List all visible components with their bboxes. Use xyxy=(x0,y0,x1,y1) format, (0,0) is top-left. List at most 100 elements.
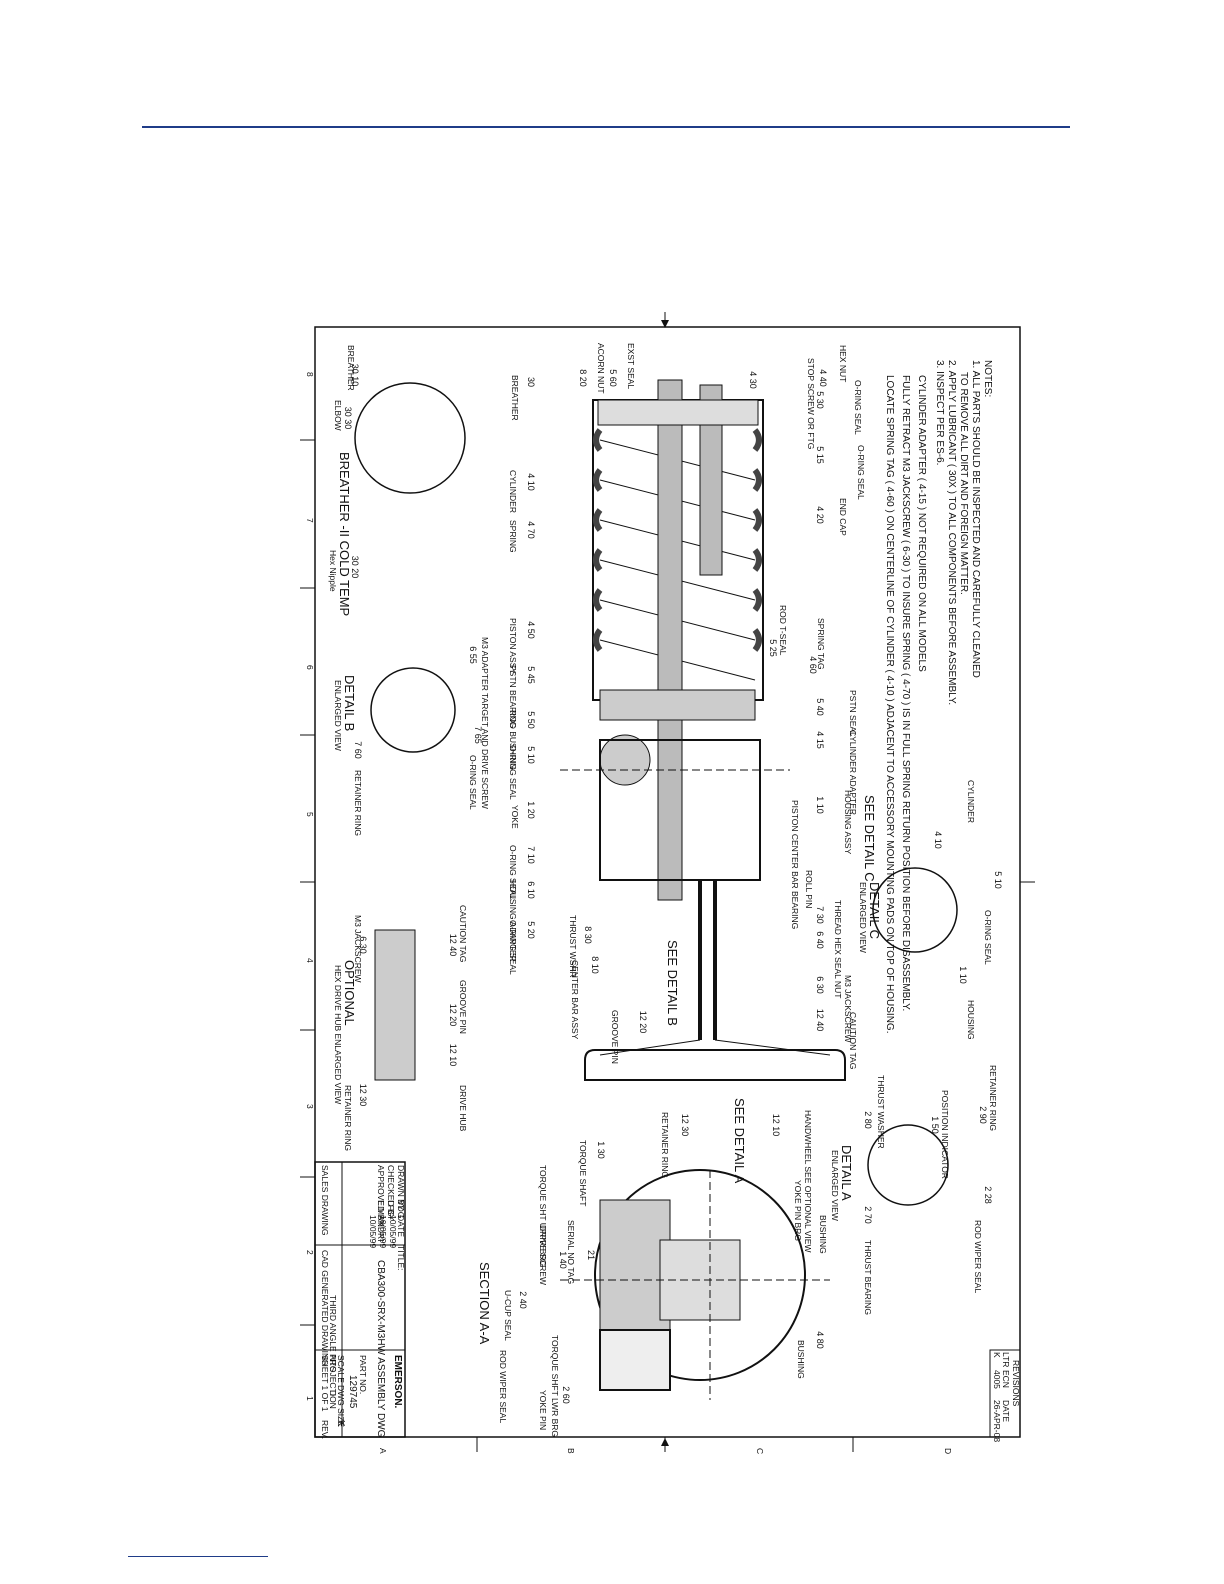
svg-text:CAUTION TAG: CAUTION TAG xyxy=(848,1012,858,1069)
svg-text:PSTN SEAL: PSTN SEAL xyxy=(848,690,858,737)
svg-text:OPTIONAL: OPTIONAL xyxy=(342,960,357,1026)
svg-text:RETAINER RING: RETAINER RING xyxy=(660,1112,670,1178)
svg-text:4 15: 4 15 xyxy=(815,731,825,749)
svg-text:5 20: 5 20 xyxy=(526,921,536,939)
zone-5: 5 xyxy=(305,812,315,817)
svg-text:REV.: REV. xyxy=(320,1420,330,1439)
svg-text:4 50: 4 50 xyxy=(526,621,536,639)
see-detail-c: SEE DETAIL C xyxy=(862,795,877,882)
svg-text:30 20: 30 20 xyxy=(350,556,360,579)
optional-hub xyxy=(374,929,416,1081)
svg-text:4 60: 4 60 xyxy=(808,656,818,674)
svg-text:5 60: 5 60 xyxy=(608,369,618,387)
svg-text:CYLINDER: CYLINDER xyxy=(966,780,976,823)
svg-text:RETAINER RING: RETAINER RING xyxy=(343,1085,353,1151)
svg-text:5 15: 5 15 xyxy=(815,446,825,464)
svg-text:O-RING SEAL: O-RING SEAL xyxy=(508,845,518,900)
svg-text:THRUST BEARING: THRUST BEARING xyxy=(863,1240,873,1315)
svg-text:VDG: VDG xyxy=(396,1200,406,1218)
svg-text:ACORN NUT: ACORN NUT xyxy=(596,343,606,394)
svg-text:12 20: 12 20 xyxy=(638,1011,648,1034)
svg-text:THRUST WSHR: THRUST WSHR xyxy=(568,915,578,978)
svg-text:8 10: 8 10 xyxy=(590,956,600,974)
svg-text:ENLARGED VIEW: ENLARGED VIEW xyxy=(333,680,343,751)
svg-text:U-CUP SEAL: U-CUP SEAL xyxy=(503,1290,513,1341)
svg-text:GROOVE PIN: GROOVE PIN xyxy=(458,980,468,1034)
see-detail-b: SEE DETAIL B xyxy=(665,940,680,1026)
breather-detail: BREATHER 30 10 ELBOW 30 30 Hex Nipple 30… xyxy=(328,345,360,616)
zone-6: 6 xyxy=(305,665,315,670)
svg-text:5 45: 5 45 xyxy=(526,666,536,684)
svg-text:7 65: 7 65 xyxy=(473,726,483,744)
svg-text:5 10: 5 10 xyxy=(993,871,1003,889)
svg-text:LTR: LTR xyxy=(1001,1352,1011,1367)
svg-text:K: K xyxy=(992,1352,1002,1358)
svg-text:ROD BUSHING: ROD BUSHING xyxy=(508,710,518,770)
svg-text:O-RING SEAL: O-RING SEAL xyxy=(508,920,518,975)
svg-text:YOKE PIN: YOKE PIN xyxy=(538,1390,548,1430)
svg-text:8 20: 8 20 xyxy=(578,369,588,387)
revisions-block: REVISIONS LTR ECN DATE K 4005 26-APR-08 xyxy=(989,1349,1021,1442)
svg-text:O-RING SEAL: O-RING SEAL xyxy=(983,910,993,965)
svg-text:ENLARGED VIEW: ENLARGED VIEW xyxy=(830,1150,840,1221)
svg-text:REVISIONS: REVISIONS xyxy=(1011,1360,1021,1407)
svg-text:4 80: 4 80 xyxy=(815,1331,825,1349)
zone-d: D xyxy=(943,1448,953,1454)
svg-text:12 10: 12 10 xyxy=(771,1114,781,1137)
svg-text:LOCATE SPRING TAG ( 4-60 ) ON: LOCATE SPRING TAG ( 4-60 ) ON CENTERLINE… xyxy=(884,375,895,1033)
header-rule xyxy=(142,126,1070,128)
svg-text:RETAINER RING: RETAINER RING xyxy=(353,770,363,836)
section-a-view xyxy=(560,1169,830,1400)
svg-text:30: 30 xyxy=(526,377,536,387)
svg-text:6 10: 6 10 xyxy=(526,881,536,899)
svg-text:PISTON CENTER BAR BEARING: PISTON CENTER BAR BEARING xyxy=(790,800,800,929)
zone-b: B xyxy=(566,1448,576,1454)
section-a-callouts: TORQUE SHAFT 1 30 TORQUE SHT UPPR BRG SE… xyxy=(477,1140,828,1437)
svg-text:BREATHER -II COLD TEMP: BREATHER -II COLD TEMP xyxy=(337,452,352,616)
svg-text:8 30: 8 30 xyxy=(583,926,593,944)
svg-text:NOTES:: NOTES: xyxy=(982,360,993,397)
svg-text:PART NO.: PART NO. xyxy=(358,1355,368,1394)
zone-8: 8 xyxy=(305,372,315,377)
svg-text:M3 ADAPTER TARGET AND DRIVE SC: M3 ADAPTER TARGET AND DRIVE SCREW xyxy=(480,637,490,809)
svg-text:TORQUE SHFT LWR BRG: TORQUE SHFT LWR BRG xyxy=(550,1335,560,1437)
svg-text:YOKE PIN BRG: YOKE PIN BRG xyxy=(793,1180,803,1241)
svg-text:1 20: 1 20 xyxy=(526,801,536,819)
svg-text:3. INSPECT PER ES-6.: 3. INSPECT PER ES-6. xyxy=(934,360,945,465)
svg-text:HOUSING ASSY: HOUSING ASSY xyxy=(843,790,853,855)
svg-text:BUSHING: BUSHING xyxy=(818,1215,828,1254)
detail-a-circle xyxy=(867,1124,949,1206)
detail-b: M3 ADAPTER TARGET AND DRIVE SCREW 6 55 7… xyxy=(333,637,490,836)
svg-text:SPRING TAG: SPRING TAG xyxy=(816,618,826,670)
svg-text:TO REMOVE ALL DIRT AND FOREIGN: TO REMOVE ALL DIRT AND FOREIGN MATTER. xyxy=(958,372,969,595)
svg-text:THIRD ANGLE PROJECTION: THIRD ANGLE PROJECTION xyxy=(328,1295,338,1409)
svg-text:O-RING SEAL: O-RING SEAL xyxy=(508,745,518,800)
svg-text:HANDWHEEL SEE OPTIONAL VIEW: HANDWHEEL SEE OPTIONAL VIEW xyxy=(803,1110,813,1252)
svg-text:SECTION A-A: SECTION A-A xyxy=(477,1262,492,1345)
svg-text:DETAIL A: DETAIL A xyxy=(839,1145,854,1201)
svg-text:BREATHER: BREATHER xyxy=(346,345,356,391)
svg-text:4 10: 4 10 xyxy=(526,473,536,491)
svg-text:DETAIL B: DETAIL B xyxy=(342,675,357,731)
svg-text:129745: 129745 xyxy=(347,1375,358,1409)
detail-c: CYLINDER 4 10 5 10 O-RING SEAL 1 10 HOUS… xyxy=(858,780,1003,1040)
svg-text:CYLINDER ADAPTER ( 4-15 ) NOT: CYLINDER ADAPTER ( 4-15 ) NOT REQUIRED O… xyxy=(916,375,927,672)
svg-text:STOP SCREW OR FTG: STOP SCREW OR FTG xyxy=(806,358,816,449)
svg-text:12 40: 12 40 xyxy=(815,1009,825,1032)
svg-text:1 50: 1 50 xyxy=(930,1116,940,1134)
svg-text:NTS: NTS xyxy=(328,1355,338,1372)
svg-text:1. ALL PARTS SHOULD BE INSPECT: 1. ALL PARTS SHOULD BE INSPECTED AND CAR… xyxy=(970,360,981,678)
title-block: TITLE: CBA300-SRX-M3HW ASSEMBLY DWG EMER… xyxy=(314,1161,406,1439)
svg-text:Hex Nipple: Hex Nipple xyxy=(328,550,338,592)
svg-text:O-RING SEAL: O-RING SEAL xyxy=(856,445,866,500)
svg-text:POSITION INDICATOR: POSITION INDICATOR xyxy=(940,1090,950,1179)
svg-text:CYLINDER: CYLINDER xyxy=(508,470,518,513)
svg-text:O-RING SEAL: O-RING SEAL xyxy=(468,755,478,810)
svg-text:DETAIL C: DETAIL C xyxy=(867,882,882,939)
svg-text:1 40: 1 40 xyxy=(558,1251,568,1269)
svg-text:DRIVE HUB: DRIVE HUB xyxy=(458,1085,468,1132)
svg-text:CHECKED BY: CHECKED BY xyxy=(386,1165,396,1221)
svg-text:ROLL PIN: ROLL PIN xyxy=(804,870,814,908)
svg-text:26-APR-08: 26-APR-08 xyxy=(992,1400,1002,1442)
svg-text:TORQUE SHT UPPR BRG: TORQUE SHT UPPR BRG xyxy=(538,1165,548,1267)
